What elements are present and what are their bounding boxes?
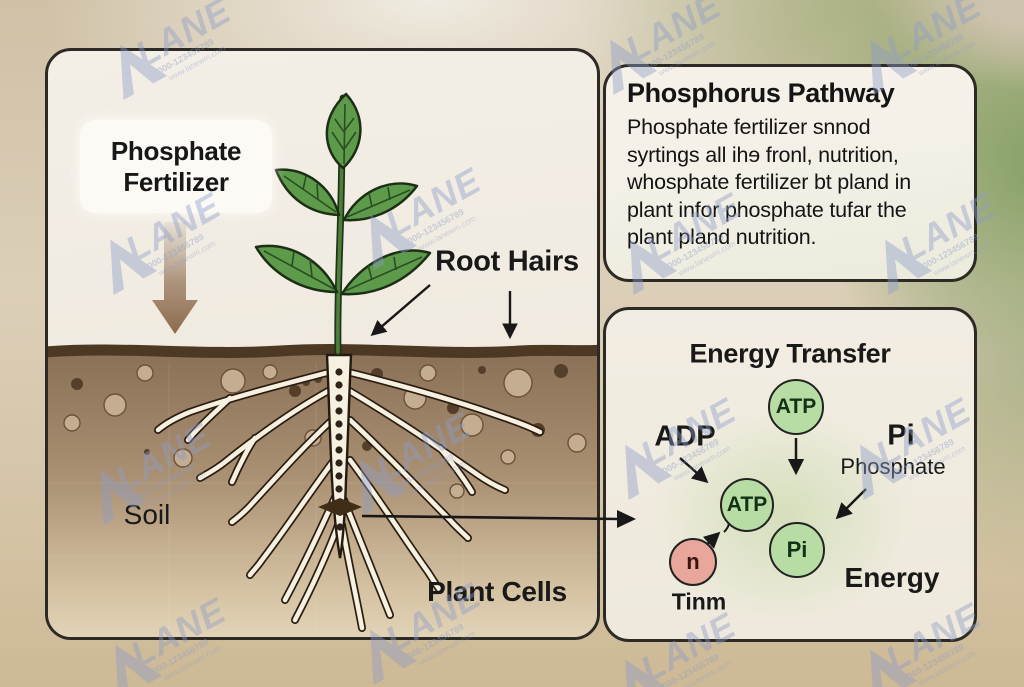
atp-top-label: ATP	[775, 395, 817, 418]
n-circle-label: n	[686, 549, 700, 574]
plant-cell-node	[318, 498, 362, 516]
n-circle: n	[669, 538, 717, 586]
phosphate-fertilizer-line1: Phosphate	[110, 135, 242, 166]
fertilizer-flow-arrow	[152, 222, 198, 334]
lane-triangle-logo	[870, 649, 918, 687]
pi-circle-label: Pi	[786, 537, 808, 562]
watermark-brand: LANE	[618, 0, 727, 70]
lane-triangle-logo	[115, 644, 163, 687]
root-hair-dots	[335, 368, 344, 531]
phosphate-fertilizer-label: Phosphate Fertilizer	[80, 120, 272, 213]
watermark-line1: 000-123456789	[906, 642, 966, 681]
plant	[254, 92, 432, 356]
watermark-line2: www.lanewm.com	[671, 659, 733, 687]
energy-transfer-title: Energy Transfer	[689, 338, 891, 369]
atp-mid-label: ATP	[726, 493, 768, 516]
watermark-brand: LANE	[878, 0, 987, 70]
arrow-adp-to-atp	[679, 457, 709, 484]
arrow-phosphate-to-pi	[835, 488, 867, 520]
phosphorus-pathway-title: Phosphorus Pathway	[627, 78, 895, 108]
watermark-line1: 000-123456789	[151, 637, 211, 676]
plant-cells-label: Plant Cells	[427, 576, 567, 607]
plant-soil-illustration	[48, 92, 597, 637]
atp-circle-top: ATP	[768, 379, 824, 435]
phosphorus-pathway-description: Phosphate fertilizer snnod syrtings all …	[627, 115, 912, 249]
soil-surface-line	[48, 344, 597, 358]
root-hairs-label: Root Hairs	[435, 245, 579, 278]
watermark-line1: 000-123456789	[661, 652, 721, 687]
root-system	[154, 353, 544, 632]
soil-label: Soil	[123, 499, 171, 530]
plant-soil-panel: Phosphate Fertilizer Root Hairs Soil Pla…	[45, 48, 600, 640]
soil-particles	[63, 364, 587, 499]
phosphate-label: Phosphate	[840, 454, 946, 479]
pi-circle: Pi	[769, 522, 825, 578]
adp-label: ADP	[654, 420, 716, 453]
taproot	[325, 353, 353, 559]
atp-circle-mid: ATP	[720, 478, 774, 532]
root-hairs-arrows	[370, 284, 518, 340]
phosphorus-pathway-card: Phosphorus Pathway Phosphate fertilizer …	[603, 64, 977, 282]
watermark-line2: www.lanewm.com	[916, 649, 978, 687]
lane-triangle-logo	[625, 659, 673, 687]
watermark-line2: www.lanewm.com	[161, 644, 223, 684]
tinm-label: Tinm	[671, 588, 727, 615]
phosphate-fertilizer-line2: Fertilizer	[123, 166, 229, 197]
soil-section	[48, 344, 597, 637]
energy-transfer-card: Energy Transfer ATP ATP Pi n ADP Pi Phos…	[603, 307, 977, 642]
energy-label: Energy	[844, 562, 940, 593]
pi-label: Pi	[887, 419, 915, 452]
